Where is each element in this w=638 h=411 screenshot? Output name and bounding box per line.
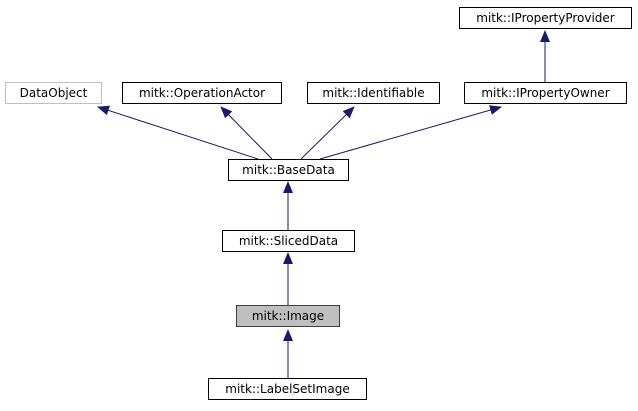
edge-base-data-to-iproperty-owner [319,105,502,160]
node-base-data[interactable]: mitk::BaseData [228,159,349,181]
node-operation-actor[interactable]: mitk::OperationActor [122,82,282,104]
node-iproperty-owner[interactable]: mitk::IPropertyOwner [464,82,627,104]
edge-base-data-to-data-object [97,105,259,160]
node-sliced-data[interactable]: mitk::SlicedData [222,230,355,252]
node-iproperty-provider[interactable]: mitk::IPropertyProvider [459,7,632,29]
node-data-object: DataObject [5,82,102,104]
node-label-set-image[interactable]: mitk::LabelSetImage [208,378,367,400]
node-identifiable[interactable]: mitk::Identifiable [307,82,440,104]
edge-base-data-to-operation-actor [220,106,273,160]
edge-base-data-to-identifiable [300,106,355,160]
node-image: mitk::Image [236,305,340,327]
